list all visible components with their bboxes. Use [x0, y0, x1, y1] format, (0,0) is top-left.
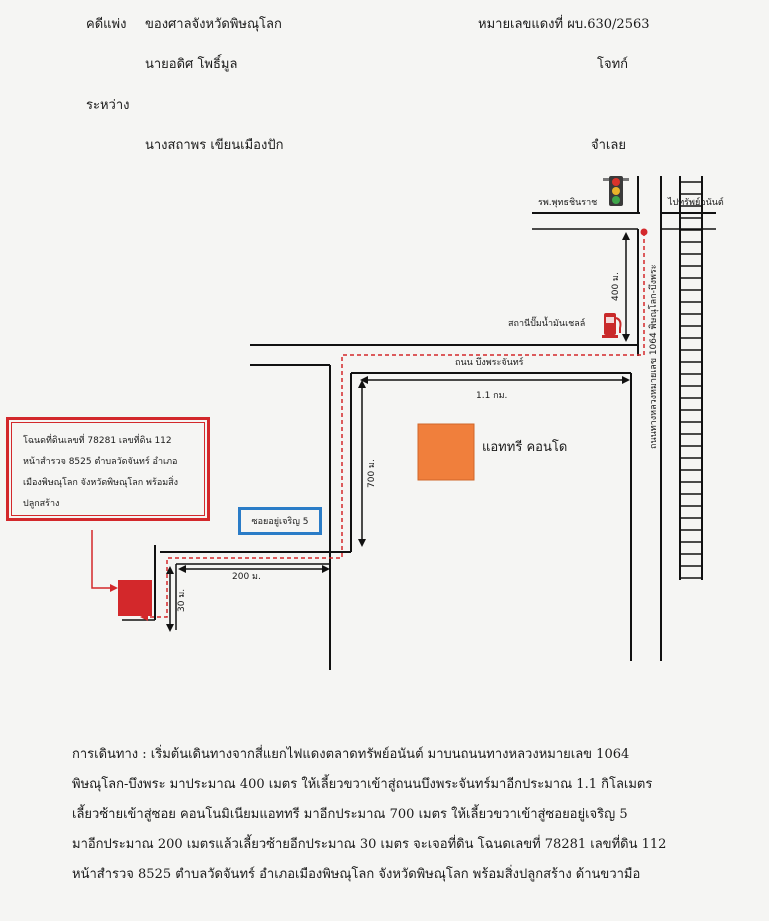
condo-label: แอททรี คอนโด: [482, 440, 568, 455]
route-path: [145, 232, 645, 618]
land-info-line: ปลูกสร้าง: [23, 499, 60, 509]
dist-30-label: 30 ม.: [177, 588, 187, 612]
condo-building: [417, 423, 475, 481]
market-label: ไปทรัพย์อนันต์: [668, 198, 724, 208]
land-info-box: โฉนดที่ดินเลขที่ 78281 เลขที่ดิน 112 หน้…: [6, 417, 210, 521]
railway-track: [679, 176, 703, 580]
court-name: ของศาลจังหวัดพิษณุโลก: [145, 17, 282, 32]
hospital-label: รพ.พุทธชินราช: [538, 198, 598, 208]
caption-line: พิษณุโลก-บึงพระ มาประมาณ 400 เมตร ให้เลี…: [72, 777, 653, 792]
plaintiff-name: นายอดิศ โพธิ์มูล: [145, 57, 238, 72]
gas-station-label: สถานีปั๊มน้ำมันเชลล์: [508, 319, 586, 329]
between-label: ระหว่าง: [86, 98, 130, 113]
land-parcel: [118, 580, 152, 616]
defendant-role: จำเลย: [591, 138, 626, 153]
callout-arrowhead: [110, 584, 118, 592]
caption-line: หน้าสำรวจ 8525 ตำบลวัดจันทร์ อำเภอเมืองพ…: [72, 867, 641, 882]
directions-caption: การเดินทาง : เริ่มต้นเดินทางจากสี่แยกไฟแ…: [72, 740, 712, 890]
callout-line: [91, 530, 114, 589]
defendant-name: นางสถาพร เขียนเมืองปัก: [145, 138, 284, 153]
bueng-road-label: ถนน บึงพระจันทร์: [455, 358, 524, 368]
caption-line: เลี้ยวซ้ายเข้าสู่ซอย คอนโนมิเนียมแอททรี …: [72, 807, 628, 822]
soi-label: ซอยอยู่เจริญ 5: [251, 517, 309, 527]
land-info-line: โฉนดที่ดินเลขที่ 78281 เลขที่ดิน 112: [23, 436, 172, 446]
case-number: หมายเลขแดงที่ ผบ.630/2563: [478, 17, 650, 32]
gas-pump-icon: [602, 313, 622, 338]
dist-400-label: 400 ม.: [611, 272, 621, 301]
case-type: คดีแพ่ง: [86, 17, 127, 32]
land-info-line: เมืองพิษณุโลก จังหวัดพิษณุโลก พร้อมสิ่ง: [23, 478, 179, 488]
dist-1-1-label: 1.1 กม.: [476, 391, 508, 401]
traffic-light-icon: [603, 176, 629, 206]
land-info-line: หน้าสำรวจ 8525 ตำบลวัดจันทร์ อำเภอ: [23, 457, 178, 467]
dist-200-label: 200 ม.: [232, 572, 261, 582]
start-point: [640, 228, 648, 236]
caption-line: การเดินทาง : เริ่มต้นเดินทางจากสี่แยกไฟแ…: [72, 747, 630, 762]
soi-label-box: ซอยอยู่เจริญ 5: [238, 507, 322, 535]
highway-label: ถนนทางหลวงหมายเลข 1064 พิษณุโลก-บึงพระ: [649, 264, 659, 449]
dist-700-label: 700 ม.: [367, 459, 377, 488]
plaintiff-role: โจทก์: [597, 57, 629, 72]
caption-line: มาอีกประมาณ 200 เมตรแล้วเลี้ยวซ้ายอีกประ…: [72, 837, 667, 852]
